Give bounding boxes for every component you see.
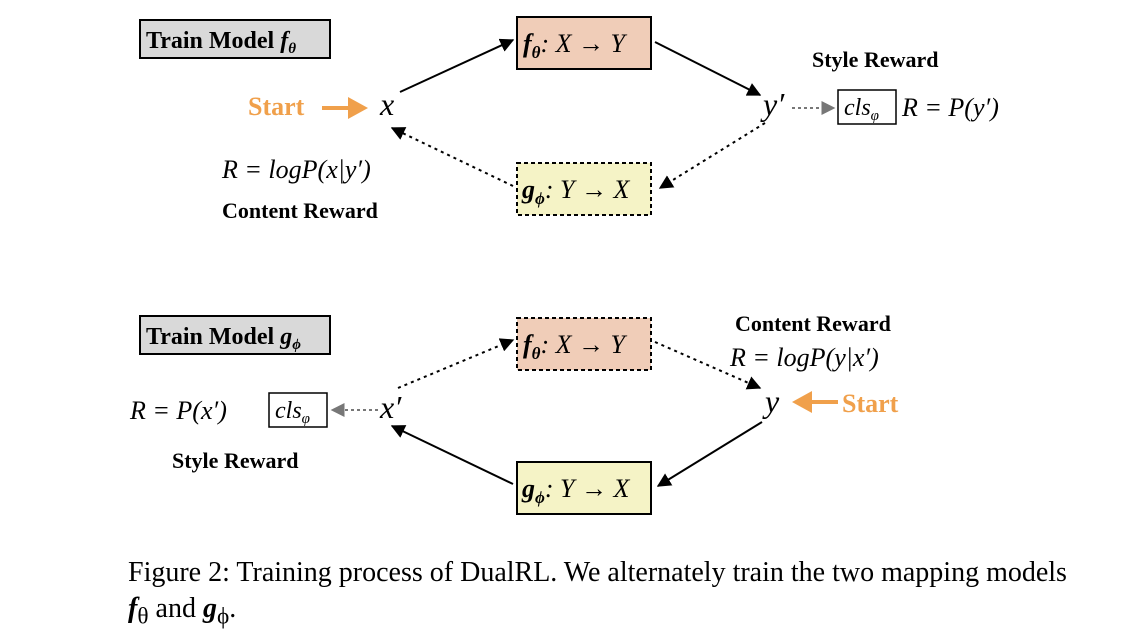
bottom-start-label: Start <box>842 389 899 418</box>
bottom-style-formula: R = P(x′) <box>129 396 227 425</box>
bottom-f-box <box>516 317 652 371</box>
bottom-content-reward-label: Content Reward <box>735 311 891 336</box>
bottom-arrow-x-to-f <box>397 338 515 389</box>
bottom-arrow-g-to-x <box>390 425 514 485</box>
top-content-formula: R = logP(x|y′) <box>221 155 371 184</box>
top-arrow-g-to-x <box>390 127 514 187</box>
dualrl-diagram: Train Model fθ fθ: X → Y gϕ: Y → X Start… <box>129 16 999 515</box>
top-arrow-f-to-y <box>654 41 762 96</box>
top-g-box-label: gϕ: Y → X <box>521 175 630 208</box>
top-cls-box <box>837 89 897 125</box>
top-style-formula: R = P(y′) <box>901 93 999 122</box>
bottom-train-label-box <box>139 315 331 355</box>
bottom-content-formula: R = logP(y|x′) <box>729 343 879 372</box>
bottom-y: y <box>762 383 780 419</box>
bottom-cls-label: clsφ <box>275 398 310 427</box>
bottom-cls-box <box>268 392 328 428</box>
top-diagram: Train Model fθ fθ: X → Y gϕ: Y → X Start… <box>139 16 999 223</box>
bottom-f-box-label: fθ: X → Y <box>523 330 628 363</box>
top-content-reward-label: Content Reward <box>222 198 378 223</box>
bottom-start-arrow <box>792 391 838 413</box>
bottom-x-prime: x′ <box>379 389 402 425</box>
bottom-g-box <box>516 461 652 515</box>
top-train-label: Train Model fθ <box>146 28 296 57</box>
top-train-label-box <box>139 19 331 59</box>
bottom-g-box-label: gϕ: Y → X <box>521 474 630 507</box>
top-f-box <box>516 16 652 70</box>
top-arrow-x-to-f <box>399 38 515 93</box>
bottom-arrow-f-to-y <box>654 341 762 390</box>
top-cls-label: clsφ <box>844 95 879 124</box>
top-start-arrow <box>322 97 368 119</box>
top-x: x <box>379 86 394 122</box>
figure-caption: Figure 2: Training process of DualRL. We… <box>128 557 1067 630</box>
bottom-diagram: Train Model gϕ fθ: X → Y gϕ: Y → X Conte… <box>129 311 899 515</box>
top-y-prime: y′ <box>760 86 785 122</box>
top-arrow-y-to-g <box>658 122 766 189</box>
top-style-reward-label: Style Reward <box>812 47 938 72</box>
bottom-train-label: Train Model gϕ <box>146 324 301 353</box>
top-start-label: Start <box>248 92 305 121</box>
bottom-arrow-y-to-g <box>656 421 763 487</box>
top-g-box <box>516 162 652 216</box>
top-f-box-label: fθ: X → Y <box>523 29 628 62</box>
bottom-style-reward-label: Style Reward <box>172 448 298 473</box>
